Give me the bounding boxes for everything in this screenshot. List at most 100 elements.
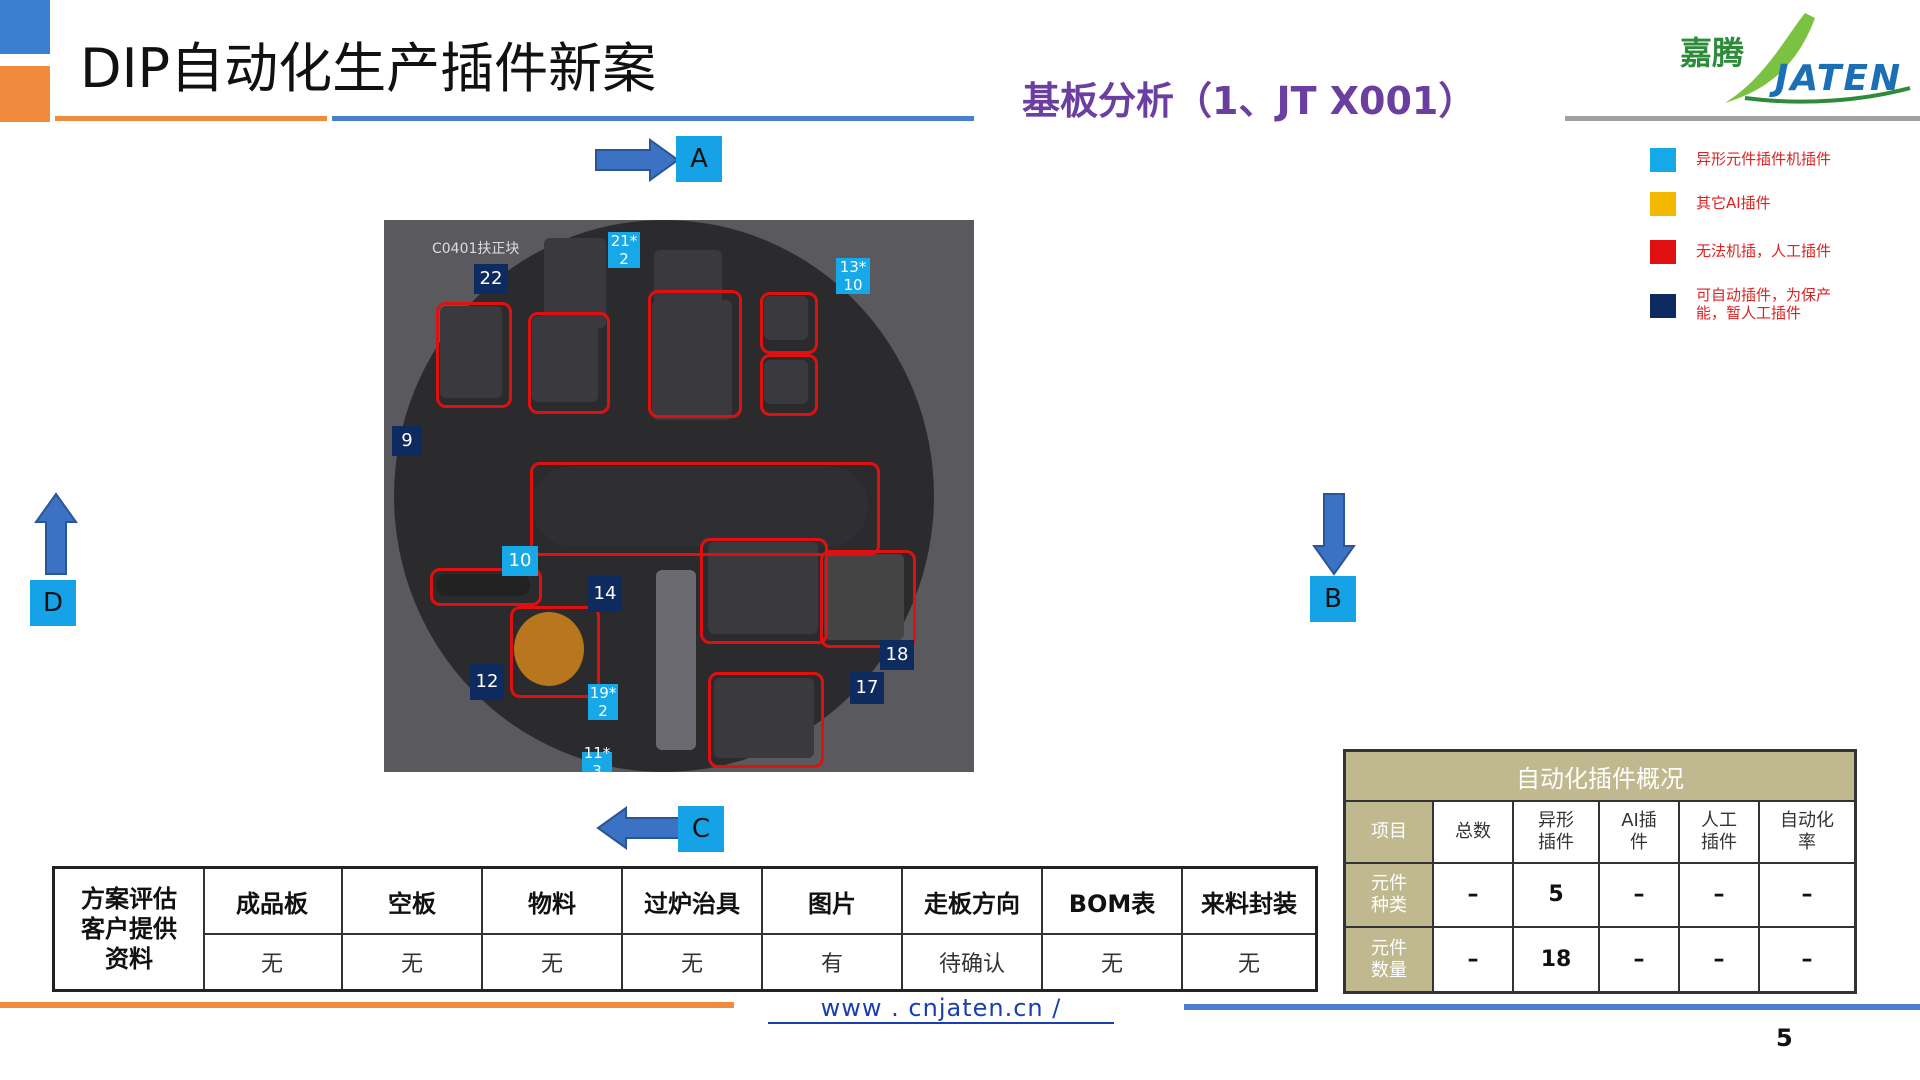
legend-swatch-cyan <box>1650 148 1676 172</box>
corner-block-orange <box>0 66 50 122</box>
red-box <box>530 462 880 556</box>
summary-cell: – <box>1434 864 1514 928</box>
arrow-up-icon <box>34 492 78 575</box>
tag-14: 14 <box>588 576 622 612</box>
red-box <box>760 292 818 354</box>
footer-url-link[interactable]: www . cnjaten.cn / <box>768 994 1114 1024</box>
eval-col-label: 物料 <box>483 869 621 935</box>
arrow-right-icon <box>595 138 680 182</box>
evaluation-row-header: 方案评估 客户提供 资料 <box>55 869 205 989</box>
eval-col-finished-board: 成品板 无 <box>203 869 343 989</box>
summary-header-cell: 项目 <box>1346 802 1434 864</box>
eval-col-label: 图片 <box>763 869 901 935</box>
title-underline-orange <box>55 116 327 121</box>
eval-col-packaging: 来料封装 无 <box>1183 869 1315 989</box>
tag-22: 22 <box>474 264 508 294</box>
direction-label-a: A <box>676 136 722 182</box>
footer-bar-orange <box>0 1002 734 1008</box>
summary-header-text: 总数 <box>1455 821 1491 842</box>
eval-col-value: 无 <box>1100 952 1123 977</box>
eval-col-label: 来料封装 <box>1183 869 1315 935</box>
silk-label: C0401扶正块 <box>432 241 520 257</box>
eval-col-material: 物料 无 <box>483 869 623 989</box>
eval-col-value: 无 <box>540 952 563 977</box>
red-box <box>430 568 542 606</box>
red-box <box>708 672 824 768</box>
red-box <box>760 354 818 416</box>
page-number: 5 <box>1776 1024 1793 1052</box>
summary-header-text: AI插 件 <box>1621 810 1657 853</box>
direction-label-c: C <box>678 806 724 852</box>
tag-21: 21* 2 <box>608 232 640 268</box>
summary-header-text: 项目 <box>1371 821 1407 842</box>
tag-12: 12 <box>470 664 504 700</box>
red-box <box>510 606 600 698</box>
summary-cell: – <box>1680 928 1760 991</box>
eval-col-picture: 图片 有 <box>763 869 903 989</box>
summary-row-label: 元件 种类 <box>1346 864 1434 928</box>
direction-label-b: B <box>1310 576 1356 622</box>
page-subtitle: 基板分析（1、JT X001） <box>1022 79 1477 123</box>
red-box <box>528 312 610 414</box>
logo-english-text: JATEN <box>1775 58 1903 99</box>
eval-col-value: 待确认 <box>938 952 1005 977</box>
eval-col-label: 过炉治具 <box>623 869 761 935</box>
tag-17: 17 <box>850 672 884 704</box>
legend: 异形元件插件机插件 其它AI插件 无法机插，人工插件 可自动插件，为保产能，暂人… <box>1650 146 1910 326</box>
summary-cell: – <box>1600 928 1680 991</box>
eval-col-label: 走板方向 <box>903 869 1041 935</box>
red-box <box>820 550 916 648</box>
summary-row-label-text: 元件 数量 <box>1371 937 1407 981</box>
summary-row-label-text: 元件 种类 <box>1371 873 1407 916</box>
summary-cell: – <box>1760 864 1854 928</box>
eval-col-bom: BOM表 无 <box>1043 869 1183 989</box>
eval-col-value: 无 <box>400 952 423 977</box>
tag-10: 10 <box>502 546 538 576</box>
legend-text-cyan: 异形元件插件机插件 <box>1696 150 1832 168</box>
summary-header-text: 异形 插件 <box>1538 810 1574 853</box>
tag-13: 13* 10 <box>836 258 870 294</box>
eval-col-value: 有 <box>820 952 843 977</box>
evaluation-row-header-text: 方案评估 客户提供 资料 <box>81 885 177 973</box>
summary-table-title: 自动化插件概况 <box>1346 752 1854 802</box>
summary-header-text: 人工 插件 <box>1701 810 1737 853</box>
logo-underline-gray <box>1565 116 1920 121</box>
legend-swatch-yellow <box>1650 192 1676 216</box>
logo-chinese-text: 嘉腾 <box>1680 34 1745 72</box>
eval-col-label: 成品板 <box>203 869 341 935</box>
red-box <box>648 290 742 418</box>
eval-col-direction: 走板方向 待确认 <box>903 869 1043 989</box>
corner-block-blue <box>0 0 50 54</box>
legend-text-yellow: 其它AI插件 <box>1696 194 1771 212</box>
summary-header-cell: 总数 <box>1434 802 1514 864</box>
eval-col-fixture: 过炉治具 无 <box>623 869 763 989</box>
arrow-left-icon <box>596 806 681 850</box>
summary-cell: – <box>1600 864 1680 928</box>
summary-cell: – <box>1680 864 1760 928</box>
arrow-down-icon <box>1312 493 1356 576</box>
summary-cell: 18 <box>1514 928 1600 991</box>
tag-19: 19* 2 <box>588 684 618 720</box>
summary-header-cell: 人工 插件 <box>1680 802 1760 864</box>
summary-header-cell: 自动化 率 <box>1760 802 1854 864</box>
summary-table: 自动化插件概况 项目 总数 异形 插件 AI插 件 人工 插件 自动化 率 元件… <box>1343 749 1857 994</box>
summary-header-cell: AI插 件 <box>1600 802 1680 864</box>
legend-swatch-red <box>1650 240 1676 264</box>
logo-swoosh-icon <box>1725 13 1911 104</box>
footer-bar-blue <box>1184 1004 1920 1010</box>
eval-col-blank-board: 空板 无 <box>343 869 483 989</box>
summary-cell: – <box>1434 928 1514 991</box>
red-box <box>436 302 512 408</box>
eval-col-value: 无 <box>680 952 703 977</box>
summary-cell: 5 <box>1514 864 1600 928</box>
red-box <box>700 538 828 644</box>
legend-swatch-navy <box>1650 294 1676 318</box>
tag-18: 18 <box>880 640 914 670</box>
direction-label-d: D <box>30 580 76 626</box>
legend-text-red: 无法机插，人工插件 <box>1696 242 1832 260</box>
eval-col-label: 空板 <box>343 869 481 935</box>
pcb-board-image: C0401扶正块 22 21* 2 13* 10 9 10 14 12 19* … <box>384 220 974 772</box>
summary-row-label: 元件 数量 <box>1346 928 1434 991</box>
tag-9: 9 <box>392 426 422 456</box>
summary-cell: – <box>1801 946 1813 972</box>
